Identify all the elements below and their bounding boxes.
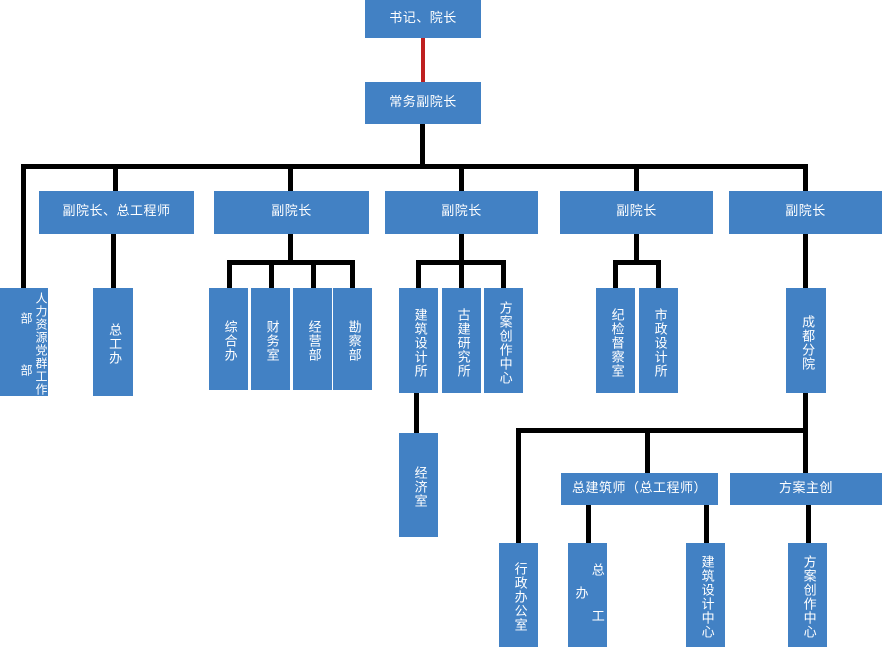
node-survey-dept[interactable]: 勘察部 <box>333 288 372 390</box>
node-vice-director-chief-engineer[interactable]: 副院长、总工程师 <box>39 191 194 234</box>
node-operations-dept[interactable]: 经营部 <box>293 288 332 390</box>
node-party-work-and-hr-dept[interactable]: 人力资源部 党群工作部 <box>0 288 48 396</box>
connector-bus-to-party-hr <box>21 164 26 290</box>
connector-director-to-executive <box>421 38 425 83</box>
connector-vice-2-to-finance-office <box>269 260 274 290</box>
connector-vice-3-to-arch-design-institute <box>416 260 421 290</box>
connector-vice-2-to-operations-dept <box>311 260 316 290</box>
connector-scheme-chief-to-scheme-creation-center-cd <box>806 505 811 543</box>
connector-bus-to-vice-2 <box>288 164 293 193</box>
node-executive-vice-director[interactable]: 常务副院长 <box>365 82 481 124</box>
connector-vice-2-bus <box>227 260 355 265</box>
connector-chengdu-branch-bus <box>516 428 808 433</box>
node-chief-architect[interactable]: 总建筑师（总工程师） <box>561 473 718 505</box>
connector-chief-architect-to-chief-engineer-office-cd <box>586 505 591 543</box>
connector-vice-3-to-scheme-creation-center <box>501 260 506 290</box>
connector-vice-2-to-general-office <box>227 260 232 290</box>
connector-vice-2-drop <box>288 234 293 264</box>
connector-vice-4-to-municipal-design-institute <box>656 260 661 290</box>
node-scheme-chief-designer[interactable]: 方案主创 <box>730 473 882 505</box>
connector-vice-4-drop <box>634 234 639 264</box>
node-admin-office[interactable]: 行政办公室 <box>499 543 538 647</box>
connector-vice-5-to-chengdu-branch <box>803 234 808 290</box>
connector-vice-2-to-survey-dept <box>350 260 355 290</box>
connector-executive-drop <box>420 124 425 168</box>
node-economics-office[interactable]: 经济室 <box>399 433 438 537</box>
connector-chengdu-to-admin-office <box>516 428 521 543</box>
node-director[interactable]: 书记、院长 <box>365 0 481 38</box>
connector-vice-4-bus <box>613 260 661 265</box>
node-chief-engineer-office[interactable]: 总工办 <box>93 288 133 396</box>
node-chengdu-branch[interactable]: 成都分院 <box>786 288 826 393</box>
node-vice-director-3[interactable]: 副院长 <box>385 191 538 234</box>
node-finance-office[interactable]: 财务室 <box>251 288 290 390</box>
node-scheme-creation-center-chengdu[interactable]: 方案创作中心 <box>788 543 827 647</box>
node-chief-engineer-office-chengdu[interactable]: 总 工 办 <box>568 543 607 647</box>
connector-vice-chief-engineer-to-chief-engineer-office <box>111 234 116 290</box>
connector-chengdu-to-scheme-chief-designer <box>803 428 808 474</box>
connector-bus-to-vice-5 <box>803 164 808 193</box>
node-ancient-arch-institute[interactable]: 古建研究所 <box>442 288 481 393</box>
node-vice-director-2[interactable]: 副院长 <box>214 191 369 234</box>
connector-bus-to-vice-4 <box>634 164 639 193</box>
connector-vice-3-drop <box>459 234 464 264</box>
node-arch-design-institute[interactable]: 建筑设计所 <box>399 288 438 393</box>
node-party-work-dept-label: 党群工作部 <box>19 344 48 396</box>
connector-bus-to-vice-3 <box>459 164 464 193</box>
connector-vice-4-to-discipline-inspection-office <box>613 260 618 290</box>
node-municipal-design-institute[interactable]: 市政设计所 <box>639 288 678 393</box>
node-scheme-creation-center[interactable]: 方案创作中心 <box>484 288 523 393</box>
connector-chengdu-to-chief-architect <box>645 428 650 474</box>
connector-chief-architect-to-arch-design-center <box>704 505 709 543</box>
node-general-office[interactable]: 综合办 <box>209 288 248 390</box>
node-hr-dept-label: 人力资源部 <box>19 292 48 344</box>
node-vice-director-4[interactable]: 副院长 <box>560 191 713 234</box>
node-arch-design-center[interactable]: 建筑设计中心 <box>686 543 725 647</box>
node-discipline-inspection-office[interactable]: 纪检督察室 <box>596 288 635 393</box>
connector-main-bus <box>21 164 808 169</box>
connector-arch-design-institute-to-economics-office <box>414 390 419 435</box>
node-vice-director-5[interactable]: 副院长 <box>729 191 882 234</box>
connector-vice-3-to-ancient-arch-institute <box>459 260 464 290</box>
connector-chengdu-branch-drop <box>803 390 808 432</box>
connector-bus-to-vice-chief-engineer <box>113 164 118 193</box>
